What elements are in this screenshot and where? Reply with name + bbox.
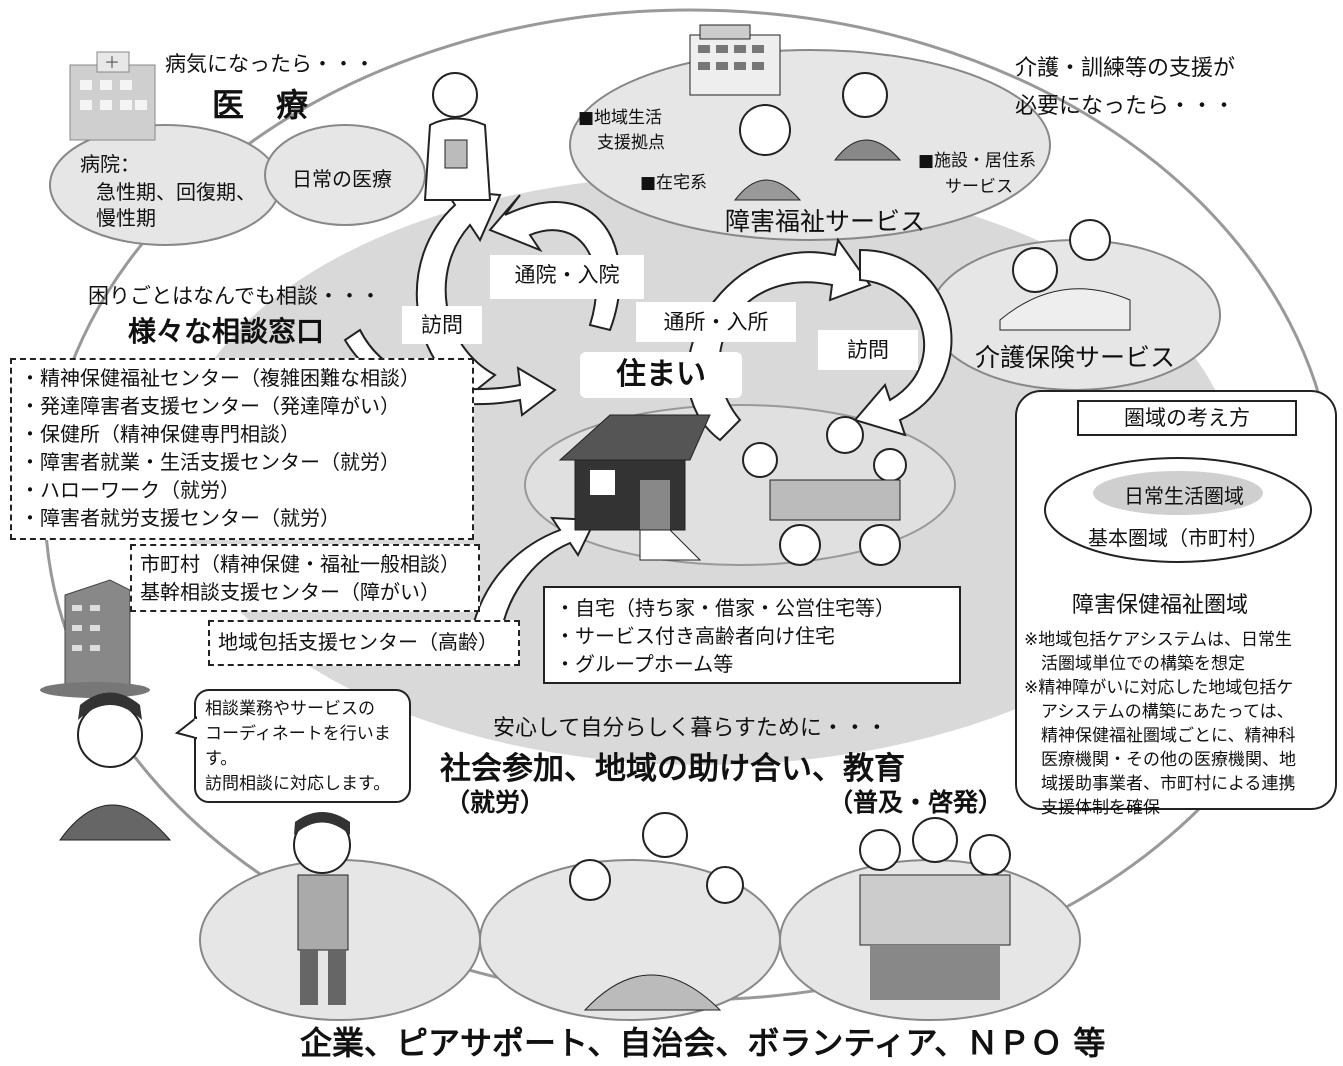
daily-area-label: 日常生活圏域: [1124, 484, 1244, 508]
facility-visit-label: 通所・入所: [636, 302, 796, 342]
region-notes: ※地域包括ケアシステムは、日常生 活圏域単位での構築を想定 ※精神障がいに対応し…: [1024, 628, 1296, 820]
care-insurance-label: 介護保険サービス: [975, 343, 1176, 372]
speech-bubble-text: 相談業務やサービスの コーディネートを行いま す。 訪問相談に対応します。: [205, 697, 391, 797]
community-center-label: 地域包括支援センター（高齢）: [218, 630, 498, 654]
region-note-2: 活圏域単位での構築を想定: [1024, 654, 1245, 674]
hospital-label: 病院：: [80, 152, 140, 176]
consultation-title: 様々な相談窓口: [128, 315, 325, 348]
municipal-consultation: 市町村（精神保健・福祉一般相談） 基幹相談支援センター（障がい）: [130, 544, 480, 612]
medical-title: 医 療: [212, 86, 309, 124]
consultation-item-4: ・障害者就業・生活支援センター（就労）: [20, 450, 400, 474]
welfare-area-label: 障害保健福祉圏域: [1072, 593, 1249, 618]
visit-right-label: 訪問: [818, 330, 918, 370]
region-note-1: ※地域包括ケアシステムは、日常生: [1024, 630, 1293, 650]
speech-line-4: 訪問相談に対応します。: [205, 774, 391, 794]
housing-title: 住まい: [580, 352, 742, 398]
welfare-ellipse: [569, 49, 1051, 241]
speech-line-1: 相談業務やサービスの: [205, 699, 375, 719]
region-note-5: 精神保健福祉圏域ごとに、精神科: [1024, 726, 1296, 746]
speech-line-3: す。: [205, 749, 238, 769]
visit-arrow-right: [853, 248, 953, 437]
facility-label-line1: ■施設・居住系: [918, 151, 1037, 171]
caregiver-icon: [733, 72, 902, 201]
welfare-lead-line1: 介護・訓練等の支援が: [1015, 56, 1236, 81]
speech-line-2: コーディネートを行いま: [205, 724, 391, 744]
welfare-title: 障害福祉サービス: [725, 207, 926, 236]
return-arrow: [488, 194, 621, 332]
housing-item-1: ・自宅（持ち家・借家・公営住宅等）: [555, 596, 895, 620]
support-base-line1: ■地域生活: [578, 108, 663, 128]
housing-list: ・自宅（持ち家・借家・公営住宅等） ・サービス付き高齢者向け住宅 ・グループホー…: [543, 586, 961, 684]
home-based-label: ■在宅系: [640, 173, 708, 193]
housing-item-2: ・サービス付き高齢者向け住宅: [555, 624, 835, 648]
consultation-item-1: ・精神保健福祉センター（複雑困難な相談）: [20, 366, 420, 390]
region-ellipses: [1044, 457, 1312, 563]
municipal-line-2: 基幹相談支援センター（障がい）: [140, 580, 440, 604]
speech-bubble-shape: [175, 689, 411, 803]
daily-care-ellipse: [264, 124, 426, 226]
region-note-8: 支援体制を確保: [1024, 798, 1160, 818]
daily-care-label: 日常の医療: [292, 167, 392, 191]
medical-lead: 病気になったら・・・: [165, 52, 375, 76]
facility-label-line2: サービス: [945, 177, 1013, 197]
hospital-visit-label: 通院・入院: [490, 255, 644, 299]
region-note-3: ※精神障がいに対応した地域包括ケ: [1024, 678, 1294, 698]
children-icon: [569, 812, 744, 1011]
participation-lead: 安心して自分らしく暮らすために・・・: [493, 716, 888, 741]
employment-label: （就労）: [445, 788, 546, 817]
family-table-icon: [742, 416, 907, 566]
community-support-center: 地域包括支援センター（高齢）: [208, 620, 520, 666]
hospital-icon: ＋: [69, 51, 156, 141]
region-note-4: アシステムの構築にあたっては、: [1024, 702, 1294, 722]
house-icon: [558, 414, 711, 561]
participation-title: 社会参加、地域の助け合い、教育: [440, 751, 905, 787]
svg-text:＋: ＋: [104, 53, 120, 72]
municipal-line-1: 市町村（精神保健・福祉一般相談）: [140, 552, 460, 576]
bottom-partners: 企業、ピアサポート、自治会、ボランティア、ＮＰＯ 等: [300, 1024, 1106, 1062]
region-note-6: 医療機関・その他の医療機関、地: [1024, 750, 1296, 770]
visit-left-label: 訪問: [402, 306, 482, 344]
consultation-lead: 困りごとはなんでも相談・・・: [88, 284, 381, 308]
worker-icon: [293, 812, 351, 1005]
consultation-list: ・精神保健福祉センター（複雑困難な相談） ・発達障害者支援センター（発達障がい）…: [10, 358, 474, 540]
welfare-lead-line2: 必要になったら・・・: [1015, 94, 1236, 119]
housing-item-3: ・グループホーム等: [555, 652, 734, 676]
consultation-item-2: ・発達障害者支援センター（発達障がい）: [20, 394, 400, 418]
basic-area-label: 基本圏域（市町村）: [1088, 526, 1268, 550]
counselor-icon: [59, 692, 172, 841]
education-label: （普及・啓発）: [828, 788, 1004, 817]
group-icon: [859, 817, 1011, 1000]
hospital-types-line2: 慢性期: [96, 206, 156, 230]
elderly-care-icon: [999, 219, 1131, 331]
hospital-types-line1: 急性期、回復期、: [96, 180, 256, 204]
consultation-item-5: ・ハローワーク（就労）: [20, 478, 240, 502]
office-building-icon: [40, 579, 150, 698]
welfare-building-icon: [689, 24, 781, 96]
consultation-item-6: ・障害者就労支援センター（就労）: [20, 506, 340, 530]
doctor-icon: [423, 72, 492, 201]
consultation-item-3: ・保健所（精神保健専門相談）: [20, 422, 300, 446]
region-note-7: 域援助事業者、市町村による連携: [1024, 774, 1296, 794]
support-base-line2: 支援拠点: [597, 133, 665, 153]
region-header: 圏域の考え方: [1077, 400, 1297, 436]
